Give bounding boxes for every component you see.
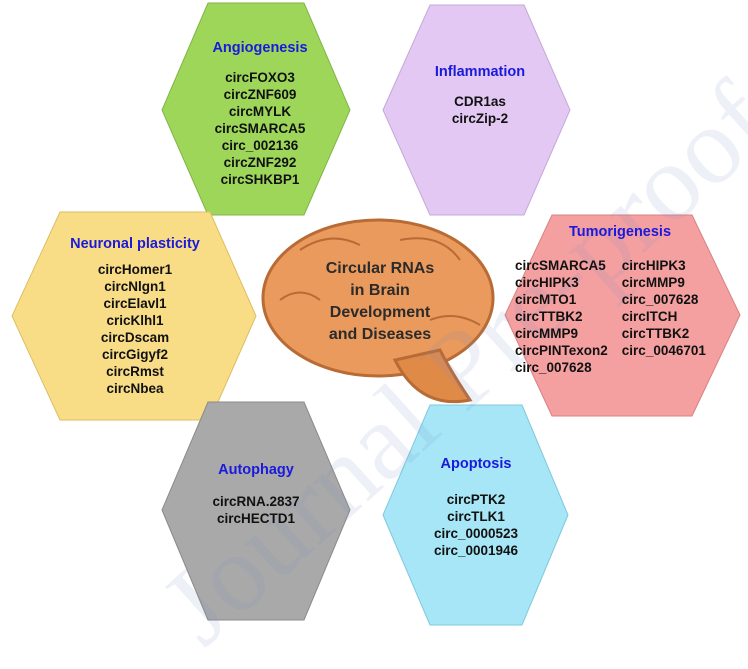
list-item: cricKlhl1 xyxy=(106,313,164,328)
angiogenesis-hexagon xyxy=(161,2,351,216)
list-item: circHomer1 xyxy=(97,262,173,277)
list-item: CDR1as xyxy=(454,94,506,109)
tumorigenesis-box: Tumorigenesis circSMARCA5 circHIPK3 circ… xyxy=(515,224,725,376)
tumorigenesis-column-2: circHIPK3 circMMP9 circ_007628 circITCH … xyxy=(622,257,706,376)
list-item: circSMARCA5 xyxy=(515,258,606,273)
list-item: circHIPK3 xyxy=(515,275,579,290)
list-item: circ_0001946 xyxy=(433,543,519,558)
inflammation-box: Inflammation CDR1as circZip-2 xyxy=(410,64,550,127)
neuronal-plasticity-box: Neuronal plasticity circHomer1 circNlgn1… xyxy=(50,236,220,397)
hexagon-layer xyxy=(11,2,741,626)
autophagy-box: Autophagy circRNA.2837 circHECTD1 xyxy=(186,462,326,527)
list-item: circ_0000523 xyxy=(433,526,519,541)
list-item: circ_0046701 xyxy=(621,343,706,358)
list-item: circMMP9 xyxy=(621,275,685,290)
list-item: circSMARCA5 xyxy=(214,121,306,136)
list-item: circTLK1 xyxy=(447,509,505,524)
apoptosis-box: Apoptosis circPTK2 circTLK1 circ_0000523… xyxy=(406,456,546,559)
list-item: circZNF292 xyxy=(223,155,297,170)
list-item: circMTO1 xyxy=(515,292,577,307)
list-item: circElavl1 xyxy=(103,296,167,311)
center-title: Circular RNAs in Brain Development and D… xyxy=(300,258,460,346)
list-item: circHIPK3 xyxy=(621,258,686,273)
list-item: circ_007628 xyxy=(621,292,699,307)
center-title-line: Circular RNAs xyxy=(325,260,435,277)
inflammation-hexagon xyxy=(382,4,571,216)
list-item: circNlgn1 xyxy=(104,279,166,294)
neuronal-plasticity-title: Neuronal plasticity xyxy=(70,236,200,252)
list-item: circPINTexon2 xyxy=(515,343,608,358)
center-title-line: and Diseases xyxy=(328,326,432,343)
list-item: circRNA.2837 xyxy=(212,494,300,509)
list-item: circHECTD1 xyxy=(216,511,296,526)
list-item: circRmst xyxy=(106,364,164,379)
list-item: circFOXO3 xyxy=(225,70,295,85)
autophagy-hexagon xyxy=(161,401,351,621)
list-item: circDscam xyxy=(100,330,170,345)
list-item: circTTBK2 xyxy=(515,309,583,324)
center-title-line: in Brain Development xyxy=(329,282,431,321)
angiogenesis-box: Angiogenesis circFOXO3 circZNF609 circMY… xyxy=(190,40,330,188)
angiogenesis-title: Angiogenesis xyxy=(212,40,308,56)
list-item: circ_002136 xyxy=(221,138,299,153)
list-item: circMYLK xyxy=(228,104,292,119)
apoptosis-hexagon xyxy=(382,404,569,626)
list-item: circZip-2 xyxy=(451,111,509,126)
inflammation-title: Inflammation xyxy=(434,64,526,80)
autophagy-title: Autophagy xyxy=(218,462,294,478)
list-item: circ_007628 xyxy=(515,360,592,375)
list-item: circITCH xyxy=(621,309,678,324)
list-item: circTTBK2 xyxy=(621,326,690,341)
list-item: circSHKBP1 xyxy=(220,172,300,187)
brain-icon xyxy=(261,218,495,404)
tumorigenesis-hexagon xyxy=(504,214,741,417)
list-item: circNbea xyxy=(106,381,164,396)
tumorigenesis-column-1: circSMARCA5 circHIPK3 circMTO1 circTTBK2… xyxy=(515,257,608,376)
list-item: circZNF609 xyxy=(223,87,297,102)
list-item: circMMP9 xyxy=(515,326,579,341)
list-item: circPTK2 xyxy=(446,492,506,507)
tumorigenesis-title: Tumorigenesis xyxy=(568,224,672,240)
list-item: circGigyf2 xyxy=(101,347,169,362)
apoptosis-title: Apoptosis xyxy=(440,456,512,472)
